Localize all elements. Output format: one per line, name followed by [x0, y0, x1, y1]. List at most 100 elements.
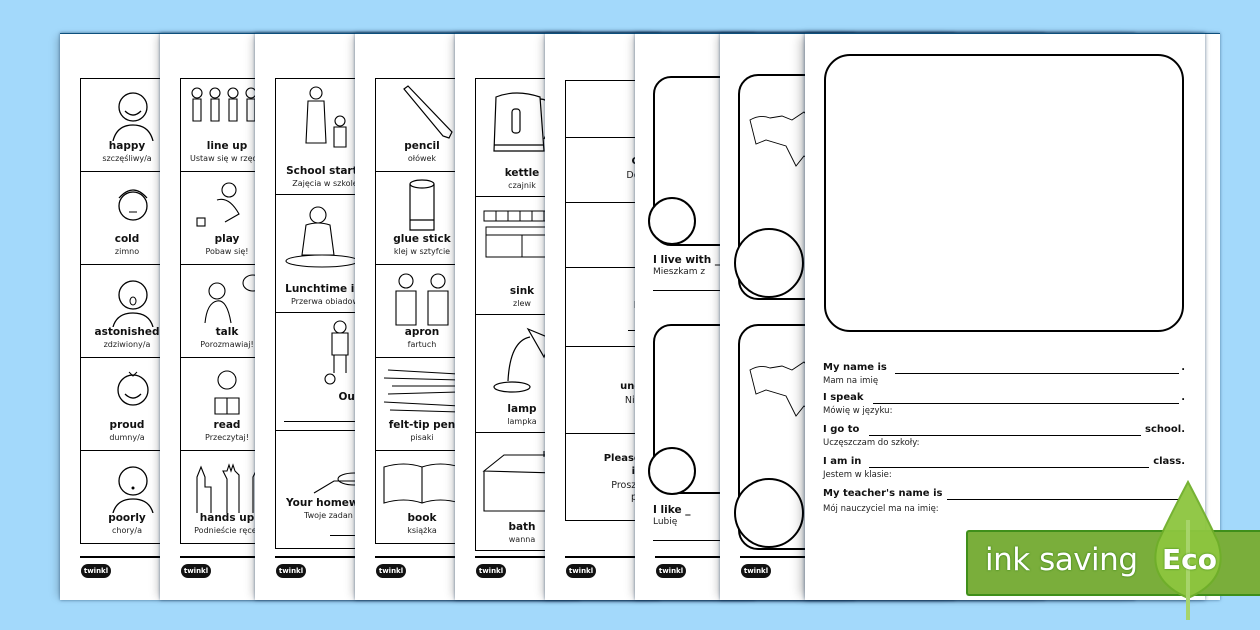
card-english-label: pencil	[404, 140, 440, 152]
twinkl-logo: twinkl	[376, 564, 406, 578]
ink-saving-label: ink saving	[985, 542, 1138, 578]
answer-line[interactable]	[947, 499, 1179, 500]
question-polish: Mówię w języku:	[823, 406, 893, 416]
parent-child-icon	[305, 86, 347, 148]
card-polish-label: książka	[407, 526, 437, 535]
card-english-label: book	[407, 512, 437, 524]
card: happy szczęśliwy/a	[81, 79, 181, 172]
card-polish-label: Podnieście ręce!	[194, 526, 260, 535]
prompt-english: I like _	[653, 504, 691, 516]
card-english-label: hands up	[199, 512, 255, 524]
answer-line[interactable]	[869, 435, 1141, 436]
worksheet-page-about-me: My name is . Mam na imię I speak . Mówię…	[805, 33, 1205, 600]
twinkl-logo: twinkl	[81, 564, 111, 578]
card-polish-label: szczęśliwy/a	[102, 154, 152, 163]
form-row-class: I am in class. Jestem w klasie:	[823, 456, 1185, 486]
card-polish-label: Twoje zadan	[304, 511, 353, 520]
card-polish-label: wanna	[508, 535, 536, 544]
card-polish-label: Pobaw się!	[205, 247, 249, 256]
card: cold zimno	[81, 172, 181, 265]
felt-tip-pens-icon	[383, 369, 461, 413]
poorly-face-icon	[112, 466, 154, 513]
card: poorly chory/a	[81, 451, 181, 543]
answer-line[interactable]	[895, 373, 1179, 374]
card-english-label: Your homew	[286, 497, 359, 509]
card-polish-label: lampka	[507, 417, 537, 426]
twinkl-logo: twinkl	[741, 564, 771, 578]
card-english-label: kettle	[504, 167, 540, 179]
question-suffix: .	[1181, 362, 1185, 373]
card-english-label: proud	[109, 419, 145, 431]
card-english-label: School starts	[286, 165, 364, 177]
question-suffix: .	[1181, 392, 1185, 403]
card: book książka	[376, 451, 576, 543]
answer-line	[653, 290, 753, 291]
card-polish-label: ołówek	[407, 154, 437, 163]
form-row-name: My name is . Mam na imię	[823, 362, 1185, 392]
card-polish-label: zdziwiony/a	[103, 340, 151, 349]
card-english-label: sink	[509, 285, 535, 297]
answer-line	[284, 421, 384, 422]
children-line-icon	[191, 87, 257, 122]
question-english: I go to	[823, 424, 860, 435]
lunch-icon	[285, 206, 359, 268]
twinkl-logo: twinkl	[476, 564, 506, 578]
world-map-icon	[749, 111, 815, 167]
question-polish: Mój nauczyciel ma na imię:	[823, 504, 939, 514]
child-drawing-icon	[734, 228, 804, 298]
card-polish-label: zlew	[513, 299, 531, 308]
eco-leaf-icon	[1154, 480, 1222, 620]
form-row-teacher: My teacher's name is Mój nauczyciel ma n…	[823, 488, 1185, 518]
card-english-label: bath	[508, 521, 536, 533]
astonished-face-icon	[112, 280, 154, 327]
question-english: I speak	[823, 392, 864, 403]
card-english-label: apron	[404, 326, 440, 338]
card-polish-label: pisaki	[410, 433, 434, 442]
football-icon	[324, 320, 349, 385]
classroom-objects-grid: pencil ołówek glue stick klej w sztyfcie…	[375, 78, 577, 544]
question-polish: Uczęszczam do szkoły:	[823, 438, 920, 448]
card-english-label: felt-tip pen	[388, 419, 456, 431]
card-english-label: poorly	[108, 512, 146, 524]
book-icon	[383, 463, 461, 504]
proud-face-icon	[117, 371, 149, 406]
boy-reading-icon	[214, 370, 240, 415]
question-polish: Mam na imię	[823, 376, 879, 386]
answer-line	[653, 540, 753, 541]
card: astonished zdziwiony/a	[81, 265, 181, 358]
card-polish-label: Ustaw się w rzędzi	[190, 154, 264, 163]
cold-face-icon	[118, 189, 148, 221]
card-polish-label: chory/a	[112, 526, 142, 535]
card-polish-label: dumny/a	[109, 433, 145, 442]
card-polish-label: Zajęcia w szkole	[292, 179, 358, 188]
question-english: My name is	[823, 362, 887, 373]
child-drawing-icon	[648, 447, 696, 495]
child-drawing-icon	[734, 478, 804, 548]
emotion-cards-grid: happy szczęśliwy/a cold zimno astonished…	[80, 78, 182, 544]
form-row-language: I speak . Mówię w języku:	[823, 392, 1185, 422]
pencil-icon	[403, 85, 453, 139]
twinkl-logo: twinkl	[566, 564, 596, 578]
card-english-label: read	[213, 419, 241, 431]
card: proud dumny/a	[81, 358, 181, 451]
twinkl-logo: twinkl	[181, 564, 211, 578]
eco-badge-label: Eco	[1162, 543, 1217, 576]
question-suffix: class.	[1153, 456, 1185, 467]
twinkl-logo: twinkl	[276, 564, 306, 578]
answer-line[interactable]	[873, 403, 1179, 404]
card-polish-label: czajnik	[508, 181, 536, 190]
form-row-school: I go to school. Uczęszczam do szkoły:	[823, 424, 1185, 454]
glue-stick-icon	[409, 179, 435, 231]
card-english-label: astonished	[94, 326, 160, 338]
happy-face-icon	[112, 92, 154, 141]
prompt-english: I live with _	[653, 254, 721, 266]
card-english-label: talk	[215, 326, 239, 338]
card-polish-label: zimno	[114, 247, 140, 256]
card-english-label: glue stick	[393, 233, 451, 245]
card-english-label: happy	[108, 140, 146, 152]
child-drawing-icon	[648, 197, 696, 245]
twinkl-logo: twinkl	[656, 564, 686, 578]
card-polish-label: Przerwa obiadow	[291, 297, 359, 306]
answer-line[interactable]	[869, 467, 1149, 468]
question-english: I am in	[823, 456, 862, 467]
